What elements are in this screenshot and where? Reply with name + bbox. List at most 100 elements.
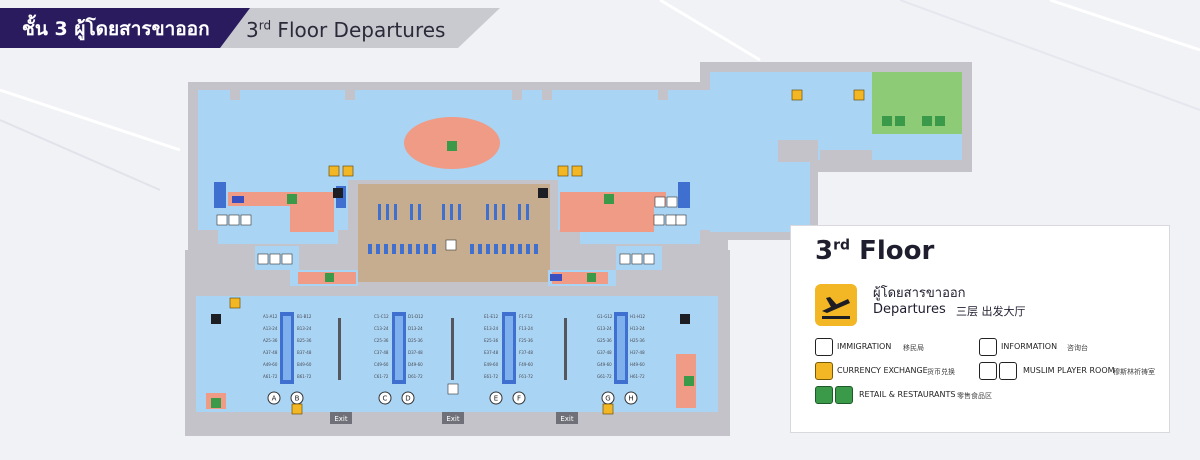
restroom-icon <box>269 253 281 265</box>
header-thai-banner <box>0 8 250 48</box>
header-english-title: 3rd Floor Departures <box>246 18 446 42</box>
svg-text:F13-24: F13-24 <box>519 326 533 331</box>
svg-text:F: F <box>517 395 521 403</box>
retail-block-left-upper <box>228 192 334 206</box>
svg-text:H1-H12: H1-H12 <box>630 314 646 319</box>
svg-text:E25-36: E25-36 <box>484 338 499 343</box>
counter-row-h-marker <box>624 391 638 405</box>
svg-text:D: D <box>405 395 410 403</box>
departures-icon <box>680 314 690 324</box>
svg-text:E13-24: E13-24 <box>484 326 499 331</box>
svg-text:C1-C12: C1-C12 <box>374 314 389 319</box>
svg-text:C13-24: C13-24 <box>374 326 389 331</box>
currency-exchange-icon <box>571 165 583 177</box>
accessible-icon <box>240 214 252 226</box>
information-icon <box>653 214 665 226</box>
currency-exchange-icon <box>328 165 340 177</box>
legend-item-label: INFORMATION <box>1001 342 1058 351</box>
muslim-prayer-room-icon <box>895 116 905 126</box>
svg-text:C25-36: C25-36 <box>374 338 389 343</box>
svg-text:B: B <box>295 395 300 403</box>
legend-item-sub: 穆斯林祈祷室 <box>1113 368 1155 376</box>
svg-text:D1-D12: D1-D12 <box>408 314 424 319</box>
restroom-icon <box>675 214 687 226</box>
information-icon <box>654 196 666 208</box>
svg-text:F61-72: F61-72 <box>519 374 533 379</box>
legend-item-label: CURRENCY EXCHANGE <box>837 366 928 375</box>
svg-text:C61-72: C61-72 <box>374 374 389 379</box>
restroom-icon <box>619 253 631 265</box>
svg-text:G49-60: G49-60 <box>597 362 612 367</box>
exit-label: Exit <box>446 415 460 423</box>
currency-exchange-icon <box>815 362 833 380</box>
svg-text:H: H <box>628 395 633 403</box>
information-icon <box>447 383 459 395</box>
exit-label: Exit <box>560 415 574 423</box>
svg-text:G: G <box>605 395 610 403</box>
restaurants-icon <box>835 386 853 404</box>
muslim-prayer-room-icon <box>999 362 1017 380</box>
currency-exchange-icon <box>853 89 865 101</box>
svg-text:E: E <box>494 395 498 403</box>
svg-text:H61-72: H61-72 <box>630 374 645 379</box>
counter-row-a-marker <box>267 391 281 405</box>
restroom-icon <box>257 253 269 265</box>
gate-block-right <box>678 182 690 208</box>
gate-block-left <box>214 182 226 208</box>
svg-text:A37-48: A37-48 <box>263 350 278 355</box>
header-english-banner <box>200 8 500 48</box>
restroom-icon <box>216 214 228 226</box>
svg-text:F1-F12: F1-F12 <box>519 314 533 319</box>
svg-text:F37-48: F37-48 <box>519 350 533 355</box>
svg-text:E49-60: E49-60 <box>484 362 499 367</box>
counter-row-c-marker <box>378 391 392 405</box>
retail-restaurants-icon <box>287 194 297 204</box>
departures-icon <box>538 188 548 198</box>
svg-text:C49-60: C49-60 <box>374 362 389 367</box>
currency-exchange-icon <box>791 89 803 101</box>
svg-text:H49-60: H49-60 <box>630 362 645 367</box>
legend-item-sub: 货币兑换 <box>927 368 955 376</box>
legend-item-sub: 移民局 <box>903 344 924 352</box>
svg-text:H37-48: H37-48 <box>630 350 645 355</box>
accessible-icon <box>643 253 655 265</box>
svg-text:E37-48: E37-48 <box>484 350 499 355</box>
currency-exchange-icon <box>342 165 354 177</box>
svg-text:G13-24: G13-24 <box>597 326 612 331</box>
retail-block-left-lower <box>290 206 334 232</box>
legend-departures-thai: ผู้โดยสารขาออก <box>873 286 966 301</box>
exit-markers <box>330 412 578 424</box>
svg-text:F25-36: F25-36 <box>519 338 533 343</box>
information-icon <box>666 196 678 208</box>
svg-text:H25-36: H25-36 <box>630 338 645 343</box>
header-thai-title: ชั้น 3 ผู้โดยสารขาออก <box>22 18 210 40</box>
retail-block-right-lower <box>560 206 654 232</box>
svg-text:A13-24: A13-24 <box>263 326 278 331</box>
svg-text:A49-60: A49-60 <box>263 362 278 367</box>
legend-item-label: IMMIGRATION <box>837 342 892 351</box>
vat-refund-icon <box>232 196 244 203</box>
currency-exchange-icon <box>602 403 614 415</box>
immigration-area <box>358 184 550 282</box>
svg-text:B49-60: B49-60 <box>297 362 312 367</box>
legend-item-sub: 咨询台 <box>1067 344 1088 352</box>
svg-text:D37-48: D37-48 <box>408 350 423 355</box>
svg-text:D25-36: D25-36 <box>408 338 423 343</box>
legend-item-label: MUSLIM PLAYER ROOM <box>1023 366 1115 375</box>
departures-icon <box>333 188 343 198</box>
currency-exchange-icon <box>229 297 241 309</box>
svg-text:A61-72: A61-72 <box>263 374 278 379</box>
legend-item-label: RETAIL & RESTAURANTS <box>859 390 956 399</box>
retail-restaurants-icon <box>211 398 221 408</box>
svg-text:G37-48: G37-48 <box>597 350 612 355</box>
retail-restaurants-icon <box>604 194 614 204</box>
svg-text:A25-36: A25-36 <box>263 338 278 343</box>
svg-text:C37-48: C37-48 <box>374 350 389 355</box>
legend-departures-chinese: 三层 出发大厅 <box>956 305 1026 318</box>
legend-departures-english: Departures <box>873 302 946 317</box>
retail-restaurants-icon <box>587 273 596 282</box>
muslim-prayer-room-icon <box>882 116 892 126</box>
restroom-icon <box>631 253 643 265</box>
